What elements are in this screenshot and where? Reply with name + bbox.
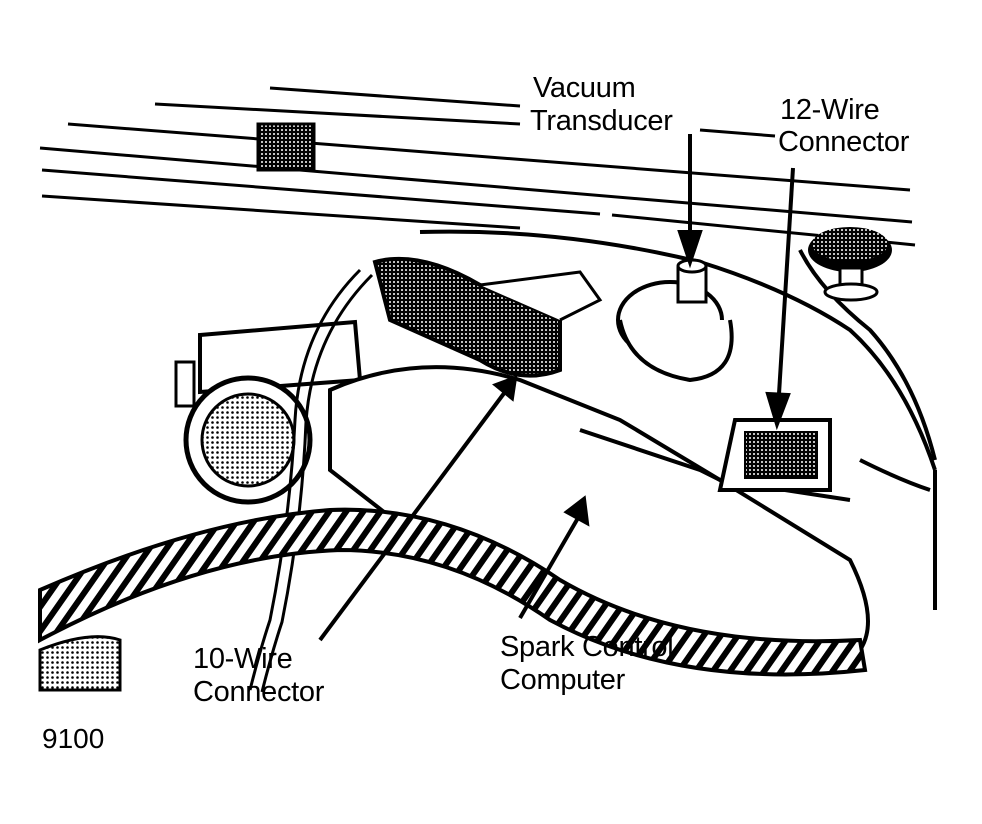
spark-control-arrowhead	[563, 495, 590, 527]
fender-panel	[419, 229, 937, 610]
hood-bumper	[256, 122, 316, 172]
callout-labels: Vacuum Transducer 12-Wire Connector 10-W…	[42, 72, 910, 754]
ten-wire-connector-label-line1: 10-Wire	[193, 643, 292, 675]
twelve-wire-arrowhead	[765, 391, 791, 431]
vacuum-transducer-arrowhead	[677, 230, 703, 269]
spark-control-leader	[518, 516, 580, 620]
spark-control-computer-label-line1: Spark Control	[500, 631, 673, 663]
ten-wire-arrowhead	[492, 374, 518, 402]
vacuum-transducer-label-line2: Transducer	[530, 105, 673, 137]
spark-control-computer-label-line2: Computer	[500, 664, 626, 696]
twelve-wire-leader	[776, 167, 795, 411]
wiring-harness	[38, 507, 868, 692]
ten-wire-leader	[318, 390, 507, 642]
twelve-wire-connector-block	[717, 418, 832, 492]
vacuum-hose	[248, 268, 374, 693]
ten-wire-connector-label-line2: Connector	[193, 676, 325, 708]
filler-cap	[808, 227, 892, 302]
leader-lines	[318, 134, 795, 642]
vacuum-transducer	[616, 258, 734, 383]
vacuum-transducer-label-line1: Vacuum	[533, 72, 635, 104]
hood-lines	[39, 86, 916, 247]
twelve-wire-connector-label-line2: Connector	[778, 126, 910, 158]
twelve-wire-connector-label-line1: 12-Wire	[780, 94, 879, 126]
figure-number: 9100	[42, 723, 104, 754]
ten-wire-connector-plug	[372, 256, 603, 378]
